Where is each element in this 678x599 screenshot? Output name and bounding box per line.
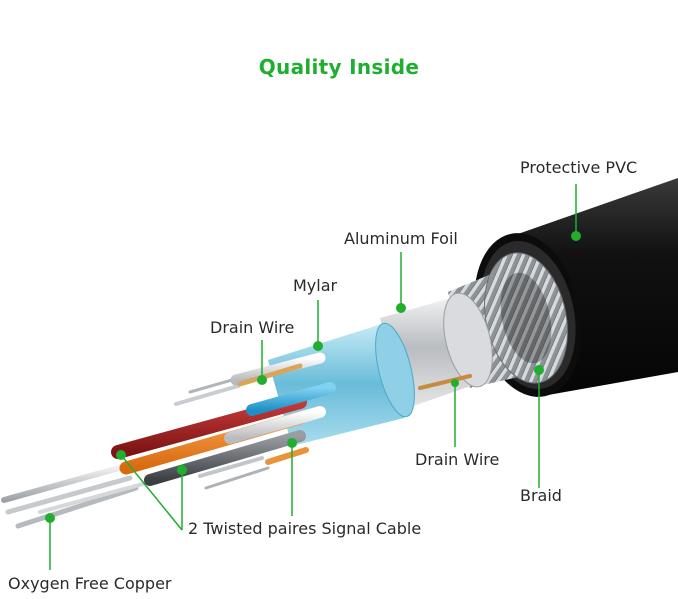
label-aluminum-foil: Aluminum Foil [344, 229, 458, 248]
label-drain-wire-right: Drain Wire [415, 450, 500, 469]
callouts [49, 184, 577, 570]
label-twisted-pairs: 2 Twisted paires Signal Cable [188, 519, 422, 538]
label-drain-wire-left: Drain Wire [210, 318, 295, 337]
label-protective-pvc: Protective PVC [520, 158, 638, 177]
label-braid: Braid [520, 486, 562, 505]
label-mylar: Mylar [293, 276, 338, 295]
callout-dots [45, 231, 581, 523]
page-title: Quality Inside [258, 55, 420, 79]
drain-wire-right [418, 374, 472, 390]
inner-conductors [1, 352, 336, 529]
label-oxygen-free-copper: Oxygen Free Copper [8, 574, 172, 593]
